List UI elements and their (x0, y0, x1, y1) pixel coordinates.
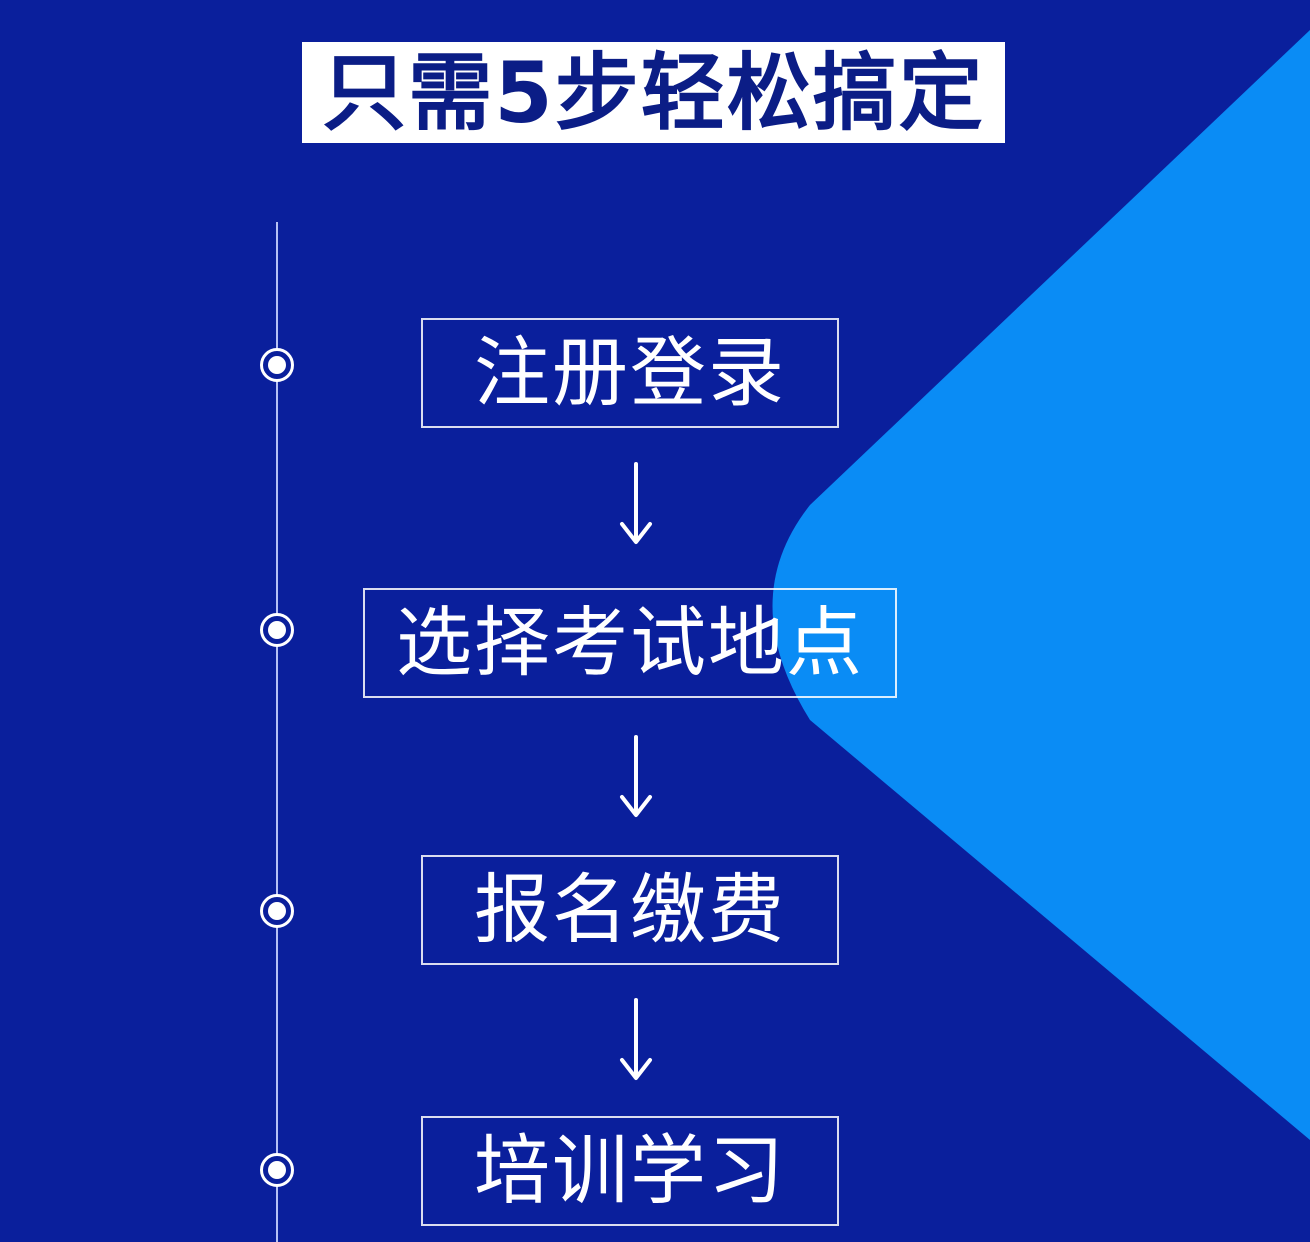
step-label-4: 培训学习 (474, 1126, 786, 1215)
step-label-2: 选择考试地点 (396, 598, 864, 687)
timeline-marker-1-icon (260, 348, 294, 382)
step-box-2: 选择考试地点 (363, 588, 897, 698)
step-box-1: 注册登录 (421, 318, 839, 428)
down-arrow-icon-1 (620, 462, 652, 544)
down-arrow-icon-2 (620, 735, 652, 817)
title-banner: 只需5步轻松搞定 (302, 42, 1005, 143)
timeline-line (276, 222, 278, 1242)
step-box-4: 培训学习 (421, 1116, 839, 1226)
timeline-marker-4-icon (260, 1153, 294, 1187)
accent-triangle (772, 30, 1310, 1140)
page-title: 只需5步轻松搞定 (322, 43, 985, 142)
timeline-marker-3-icon (260, 894, 294, 928)
step-label-1: 注册登录 (474, 328, 786, 417)
step-box-3: 报名缴费 (421, 855, 839, 965)
down-arrow-icon-3 (620, 998, 652, 1080)
timeline-marker-2-icon (260, 613, 294, 647)
step-label-3: 报名缴费 (474, 865, 786, 954)
